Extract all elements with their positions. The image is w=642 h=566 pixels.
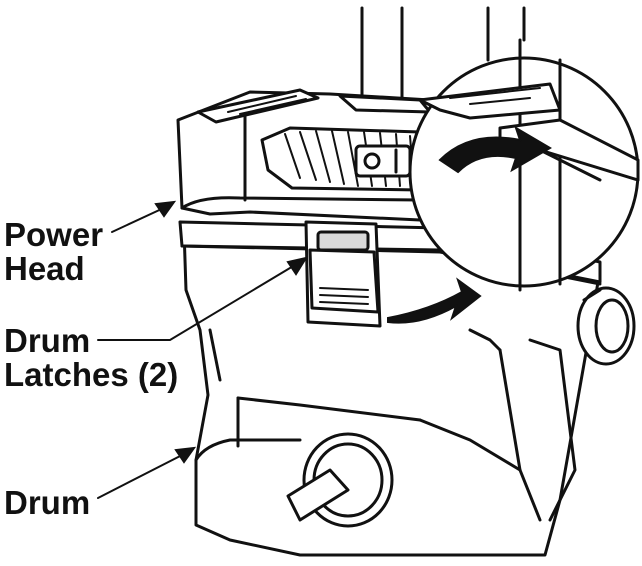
power-head-label-line-2: Head	[4, 250, 85, 287]
latch-arrow	[387, 277, 482, 324]
leader-lines	[97, 200, 309, 499]
drum-label-line-1: Drum	[4, 484, 91, 521]
hose-port	[576, 286, 636, 366]
drain-cap	[286, 432, 394, 528]
drum-latches-label-line-1: Drum	[4, 322, 91, 359]
power-head-label-line-1: Power	[4, 216, 104, 253]
drum-latches-label-line-2: Latches (2)	[4, 356, 179, 393]
drum-latch	[304, 220, 382, 328]
drum-label: Drum	[4, 486, 90, 520]
drum-body	[182, 228, 602, 557]
handle-posts	[360, 6, 526, 100]
power-head-label: Power Head	[4, 218, 103, 286]
drum-latches-label: Drum Latches (2)	[4, 324, 178, 392]
detail-magnifier	[408, 38, 640, 292]
